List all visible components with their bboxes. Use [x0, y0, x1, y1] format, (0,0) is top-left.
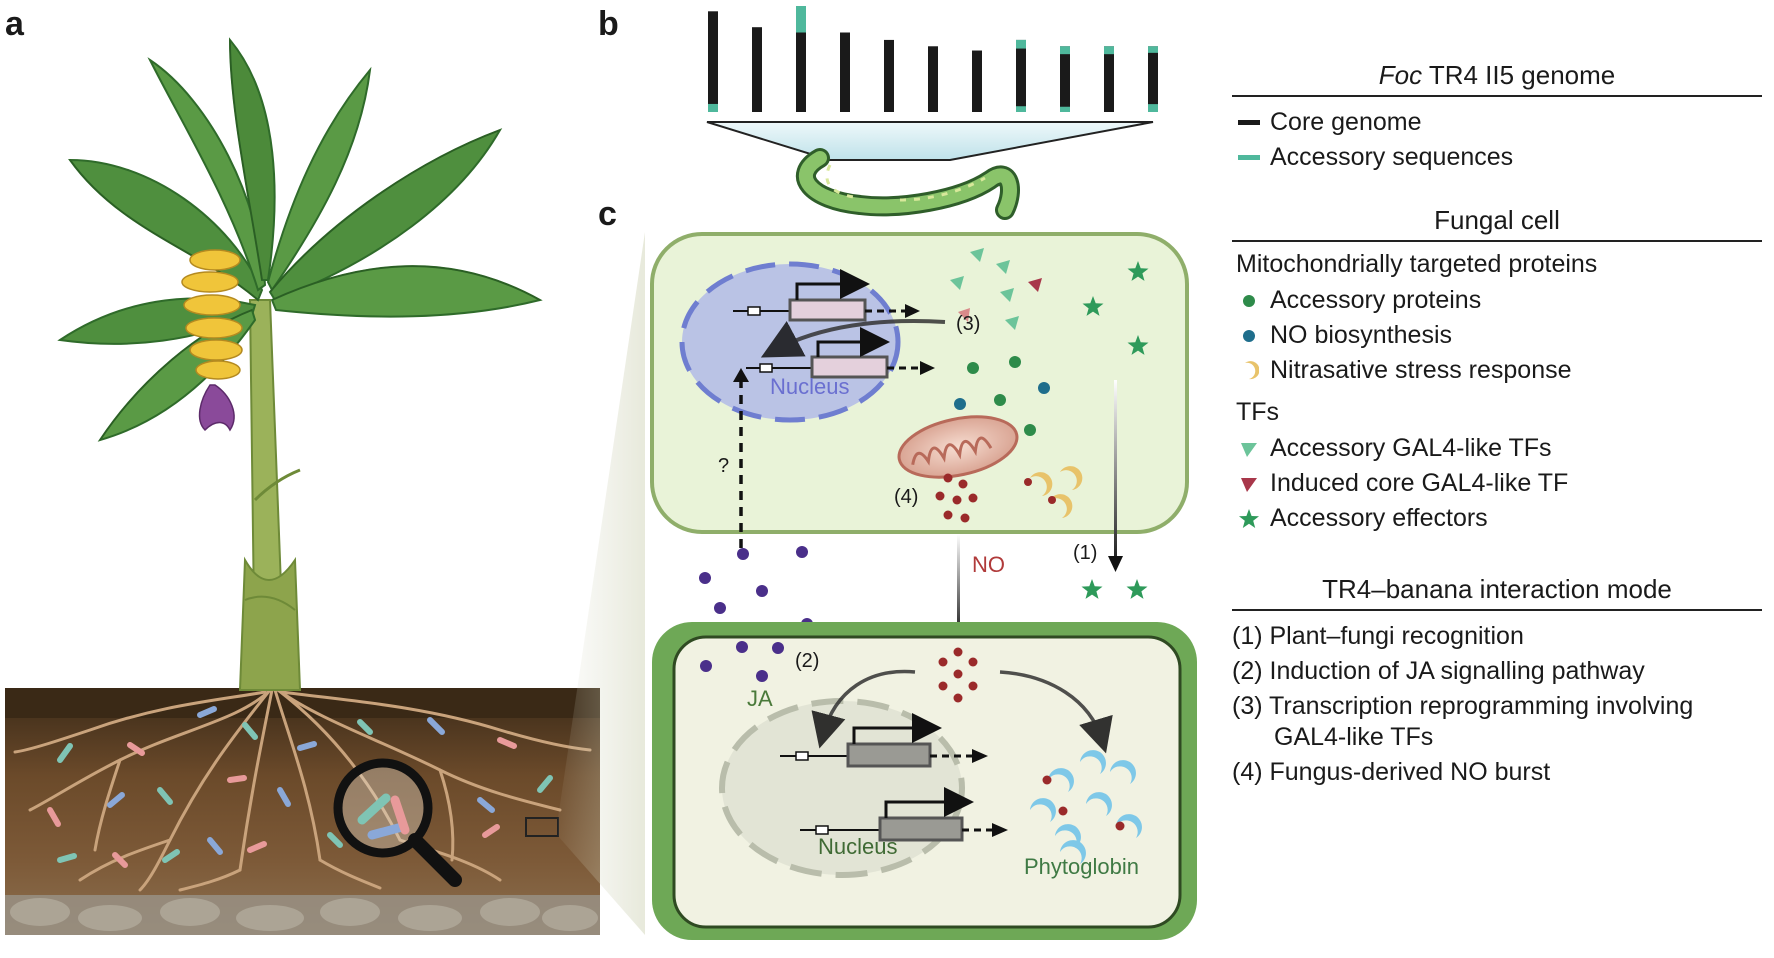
- chromosome-6: [928, 46, 938, 112]
- panel-label-a: a: [5, 5, 24, 43]
- no-label: NO: [972, 552, 1005, 577]
- mito-heading: Mitochondrially targeted proteins: [1236, 250, 1598, 278]
- no-burst-plant: [938, 647, 978, 703]
- green-star-icon: [1239, 508, 1259, 528]
- legend-induced-core-gal4: Induced core GAL4-like TF: [1232, 466, 1772, 501]
- accessory-region-bottom: [708, 103, 718, 112]
- step1-label: (1): [1073, 542, 1098, 564]
- green-dot-icon: [1243, 294, 1255, 307]
- gal4-tfs: [950, 248, 1042, 330]
- accessory-region-top: [796, 6, 806, 33]
- fungal-gene-upper: [733, 269, 920, 322]
- pseudostem-base: [238, 556, 302, 691]
- fungal-gene-lower: [746, 327, 935, 379]
- panel-label-c: c: [598, 195, 617, 233]
- chromosome-set: [708, 6, 1158, 113]
- legend-accessory-proteins: Accessory proteins: [1232, 283, 1772, 318]
- legend-accessory-gal4: Accessory GAL4-like TFs: [1232, 431, 1772, 466]
- step4-label: (4): [894, 486, 919, 508]
- no-transfer-arrow: [957, 534, 960, 632]
- tf-feedback-arrow: [760, 319, 946, 358]
- accessory-region-bottom: [1060, 106, 1070, 112]
- chromosome-3: [796, 6, 806, 112]
- ja-molecules: [699, 546, 813, 630]
- red-triangle-icon: [1241, 477, 1257, 492]
- effector-star: [1081, 579, 1103, 599]
- tf-heading: TFs: [1236, 398, 1280, 426]
- mode-4: (4) Fungus-derived NO burst: [1232, 758, 1551, 786]
- chromosome-8: [1016, 39, 1026, 112]
- legend-no-biosynthesis: NO biosynthesis: [1232, 318, 1772, 353]
- mode-2: (2) Induction of JA signalling pathway: [1232, 657, 1645, 685]
- banana-flower: [198, 384, 235, 432]
- blue-dot-icon: [1243, 329, 1255, 342]
- accessory-region-bottom: [1148, 104, 1158, 112]
- chromosome-10: [1104, 46, 1114, 112]
- ja-label: JA: [747, 686, 773, 711]
- yellow-crescent-icon: [1245, 360, 1259, 379]
- legend-accessory-effectors: Accessory effectors: [1232, 501, 1772, 536]
- accessory-region-top: [1060, 46, 1070, 55]
- genome-legend-title: Foc TR4 II5 genome: [1232, 60, 1762, 97]
- chromosome-1: [708, 11, 718, 112]
- no-burst-fungal: [935, 473, 978, 523]
- effector-star: [1082, 296, 1104, 316]
- teal-triangle-icon: [1241, 442, 1257, 457]
- question-label: ?: [718, 455, 730, 477]
- soil-stone-bumps: [10, 898, 598, 931]
- plant-nucleus-label: Nucleus: [818, 834, 898, 859]
- no-to-phytoglobin-arrow: [999, 670, 1113, 754]
- step3-label: (3): [956, 313, 981, 335]
- no-to-nucleus-arrow: [811, 669, 916, 749]
- magnifier-icon: [333, 758, 462, 887]
- mode-3-continued: GAL4-like TFs: [1274, 723, 1434, 751]
- legend: Foc TR4 II5 genome Core genome Accessory…: [1232, 60, 1772, 790]
- genome-zoom-trapezoid: [706, 121, 1154, 161]
- chromosome-2: [752, 27, 762, 113]
- chromosome-7: [972, 50, 982, 112]
- plant-gene-upper: [780, 713, 988, 768]
- mitochondrion: [897, 415, 1019, 479]
- phytoglobin-molecules: [1030, 750, 1142, 864]
- effector-star: [1126, 579, 1148, 599]
- panel-label-b: b: [598, 5, 619, 43]
- mode-3: (3) Transcription reprogramming involvin…: [1232, 692, 1694, 720]
- fungal-cell-legend-title: Fungal cell: [1232, 205, 1762, 242]
- legend-core-genome: Core genome: [1232, 105, 1772, 140]
- roots: [13, 688, 592, 892]
- chromosome-11: [1148, 46, 1158, 112]
- plant-gene-lower: [800, 787, 1008, 842]
- chromosome-9: [1060, 46, 1070, 112]
- soil-top-band: [5, 688, 600, 718]
- interaction-legend-title: TR4–banana interaction mode: [1232, 574, 1762, 611]
- ja-in-plant: [700, 641, 784, 682]
- step2-label: (2): [795, 650, 820, 672]
- fungal-hypha: [796, 148, 1020, 220]
- chromosome-5: [884, 39, 894, 112]
- fungal-nucleus-label: Nucleus: [770, 374, 850, 399]
- accessory-region-top: [1148, 46, 1158, 53]
- accessory-region-top: [1104, 46, 1114, 55]
- legend-nitrosative-stress: Nitrasative stress response: [1232, 353, 1772, 388]
- effector-star: [1127, 261, 1149, 281]
- banana-leaves: [57, 37, 543, 442]
- chromosome-4: [840, 32, 850, 112]
- banana-bunch: [181, 249, 243, 380]
- zoom-wedge: [558, 232, 645, 935]
- banana-plant-illustration: [5, 37, 600, 935]
- legend-accessory-sequences: Accessory sequences: [1232, 140, 1772, 175]
- effector-star: [1127, 335, 1149, 355]
- phytoglobin-label: Phytoglobin: [1024, 854, 1139, 879]
- accessory-effectors: [1081, 261, 1149, 599]
- soil-fungal-spores: [47, 706, 553, 868]
- core-genome-swatch-icon: [1238, 120, 1260, 125]
- recognition-arrow: [1114, 380, 1117, 558]
- accessory-sequence-swatch-icon: [1238, 155, 1260, 160]
- accessory-region-bottom: [1016, 106, 1026, 112]
- nitrosative-stress-proteins: [1024, 466, 1083, 518]
- mode-1: (1) Plant–fungi recognition: [1232, 622, 1524, 650]
- accessory-region-top: [1016, 39, 1026, 49]
